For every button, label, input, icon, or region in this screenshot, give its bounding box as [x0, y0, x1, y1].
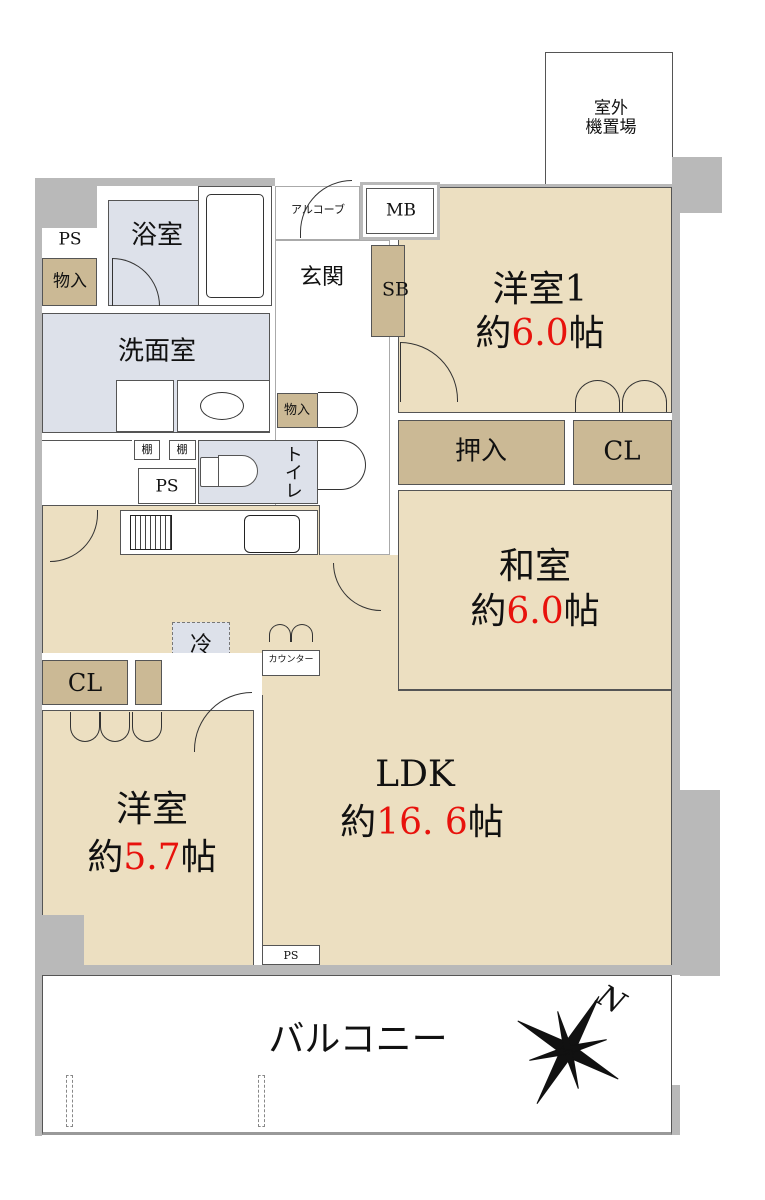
ps-mid [138, 468, 196, 504]
counter-door[interactable] [269, 624, 291, 642]
stove-icon [130, 515, 172, 550]
meter-box-inner [366, 188, 434, 234]
size-value: 6.0 [511, 313, 569, 355]
wall-block-bottom-left [42, 915, 84, 965]
wall-top-right [440, 184, 672, 188]
entrance-label: 玄関 [299, 264, 345, 290]
compass-icon [517, 996, 619, 1104]
counter-label: カウンター [268, 655, 314, 666]
size-prefix: 約 [475, 313, 512, 355]
closet-2-door-2[interactable] [100, 712, 130, 742]
balcony-wall-right [672, 1085, 680, 1135]
ps-top [42, 228, 98, 250]
oshiire-label: 押入 [454, 436, 508, 467]
sink-icon [244, 515, 300, 553]
shelf-2-label: 棚 [176, 442, 188, 456]
wall-right [672, 157, 680, 975]
sink-basin [200, 392, 244, 420]
japanese-room-size: 約6.0帖 [470, 592, 599, 632]
balcony-partition-1 [66, 1075, 73, 1127]
washroom-label: 洗面室 [117, 336, 197, 367]
balcony-label: バルコニー [268, 1019, 448, 1061]
washing-machine-space [116, 380, 174, 432]
wall-left [35, 178, 42, 1136]
shoe-box [371, 245, 405, 337]
ps-bottom-label: PS [283, 948, 299, 962]
western-room-1-size: 約6.0帖 [475, 314, 604, 354]
wall-corner [35, 178, 97, 228]
hall-niche [42, 440, 132, 502]
storage-2-label: 物入 [283, 402, 311, 418]
wall-bottom [35, 965, 680, 975]
size-prefix: 約 [87, 837, 124, 879]
size-unit: 帖 [467, 802, 504, 844]
ldk-size: 約16. 6帖 [340, 803, 504, 843]
western-room-1-name: 洋室1 [492, 269, 588, 311]
size-value: 6.0 [506, 591, 564, 633]
storage-2 [277, 393, 318, 428]
size-prefix: 約 [340, 802, 377, 844]
ldk-name: LDK [375, 754, 455, 796]
outdoor-unit-area [545, 52, 673, 186]
wall-block-top-right [680, 157, 722, 213]
toilet-room [198, 440, 318, 504]
japanese-room-name: 和室 [498, 546, 572, 588]
shelf-1-label: 棚 [141, 442, 153, 456]
storage-1-label: 物入 [53, 271, 87, 292]
wall-top [35, 178, 275, 186]
shelf-1 [134, 440, 160, 460]
size-prefix: 約 [470, 591, 507, 633]
size-value: 5.7 [123, 837, 181, 879]
size-unit: 帖 [568, 313, 605, 355]
bathtub-area [198, 186, 272, 306]
shelf-2 [169, 440, 196, 460]
toilet-door[interactable] [318, 440, 366, 490]
toilet-tank [200, 457, 220, 487]
outdoor-unit-label: 室外 機置場 [585, 98, 637, 137]
ldk [262, 690, 672, 966]
storage-2-door[interactable] [318, 392, 358, 428]
storage-1 [42, 258, 97, 306]
ps-mid-label: PS [155, 476, 179, 497]
sb-label: SB [382, 279, 409, 302]
size-unit: 帖 [180, 837, 217, 879]
bathtub [206, 194, 264, 298]
toilet-label: トイレ [281, 445, 303, 499]
counter [262, 650, 320, 676]
closet-2 [42, 660, 128, 705]
oshiire [398, 420, 565, 485]
bath-label: 浴室 [130, 220, 184, 251]
balcony-partition-2 [258, 1075, 265, 1127]
ps-bottom [262, 945, 320, 965]
closet-2-label: CL [67, 668, 103, 697]
closet-1 [573, 420, 672, 485]
closet-2-door-3[interactable] [132, 712, 162, 742]
ps-top-label: PS [58, 229, 82, 250]
western-room-2-name: 洋室 [115, 789, 189, 831]
wall-block-bottom-right [680, 790, 720, 976]
counter-door-2[interactable] [291, 624, 313, 642]
mb-label: MB [386, 200, 416, 221]
japanese-room [398, 490, 672, 690]
closet-2-door[interactable] [70, 712, 100, 742]
western-room-2-size: 約5.7帖 [87, 838, 216, 878]
closet-1-label: CL [603, 436, 641, 467]
closet-2-small [135, 660, 162, 705]
size-value: 16. 6 [376, 802, 468, 844]
size-unit: 帖 [563, 591, 600, 633]
fridge-label: 冷 [189, 632, 213, 658]
toilet-bowl [218, 455, 258, 487]
